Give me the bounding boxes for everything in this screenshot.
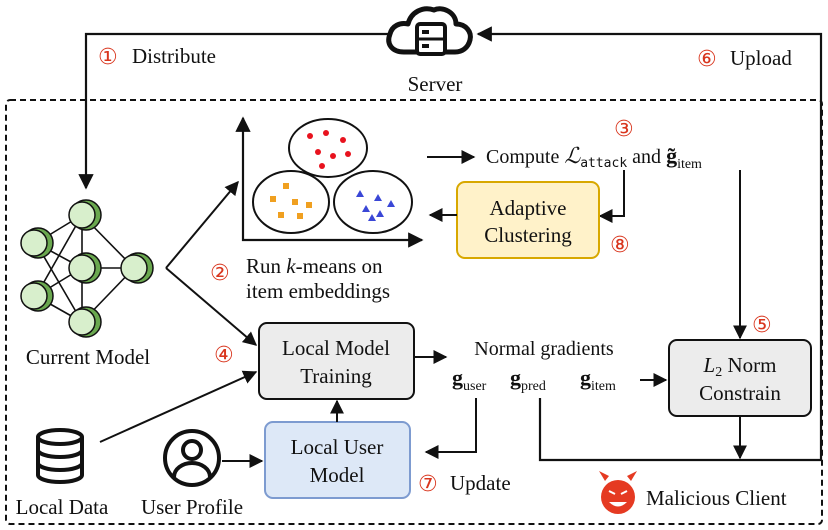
step-1-marker: ① — [98, 45, 118, 70]
database-icon — [36, 428, 84, 484]
compute-to-adaptive-arrow — [598, 170, 625, 223]
distribute-label: Distribute — [132, 44, 216, 68]
network-nodes — [20, 199, 154, 338]
model-to-kmeans-arrow — [165, 180, 239, 269]
update-label: Update — [450, 471, 511, 495]
local-user-model-line1: Local User — [291, 435, 384, 459]
local-model-training-line1: Local Model — [282, 336, 390, 360]
step-8-marker: ⑧ — [610, 233, 630, 258]
cluster-plot-axes — [235, 116, 424, 248]
normal-gradients-label: Normal gradients — [474, 338, 614, 360]
g-user-label: guser — [452, 365, 487, 394]
norm-constrain-line1: L2 Norm — [703, 353, 777, 380]
compute-loss-label: Compute ℒattack and g̃item — [486, 143, 702, 172]
norm-constrain-line2: Constrain — [699, 381, 781, 405]
adaptive-clustering-box — [456, 181, 600, 259]
step-6-marker: ⑥ — [697, 47, 717, 72]
malicious-client-label: Malicious Client — [646, 486, 787, 510]
step-7-marker: ⑦ — [418, 472, 438, 497]
local-user-model-line2: Model — [310, 463, 365, 487]
devil-icon — [599, 471, 637, 514]
local-model-training-box — [258, 322, 415, 400]
model-to-training-arrow — [165, 267, 258, 346]
step-2-marker: ② — [210, 261, 230, 286]
red-cluster — [288, 118, 368, 178]
kmeans-label-line2: item embeddings — [246, 279, 390, 303]
g-pred-label: gpred — [510, 365, 546, 394]
guser-to-user-model-arrow — [424, 398, 477, 459]
step-4-marker: ④ — [214, 343, 234, 368]
user-profile-label: User Profile — [141, 495, 243, 519]
user-profile-icon — [163, 429, 221, 487]
g-item-label: gitem — [580, 365, 616, 394]
step-3-marker: ③ — [614, 117, 634, 142]
upload-label: Upload — [730, 46, 792, 70]
cloud-server-icon — [386, 6, 473, 56]
kmeans-label-line1: Run k-means on — [246, 254, 383, 278]
adaptive-clustering-line2: Clustering — [484, 223, 572, 247]
orange-cluster — [252, 170, 330, 234]
blue-cluster — [333, 170, 413, 234]
local-model-training-line2: Training — [300, 364, 372, 388]
distribute-arrow — [78, 32, 388, 190]
current-model-label: Current Model — [26, 345, 150, 369]
adaptive-clustering-line1: Adaptive — [490, 196, 567, 220]
data-to-training-arrow — [99, 370, 258, 443]
server-label: Server — [408, 72, 463, 96]
upload-arrow — [476, 26, 823, 462]
step-5-marker: ⑤ — [752, 313, 772, 338]
local-data-label: Local Data — [16, 495, 109, 519]
